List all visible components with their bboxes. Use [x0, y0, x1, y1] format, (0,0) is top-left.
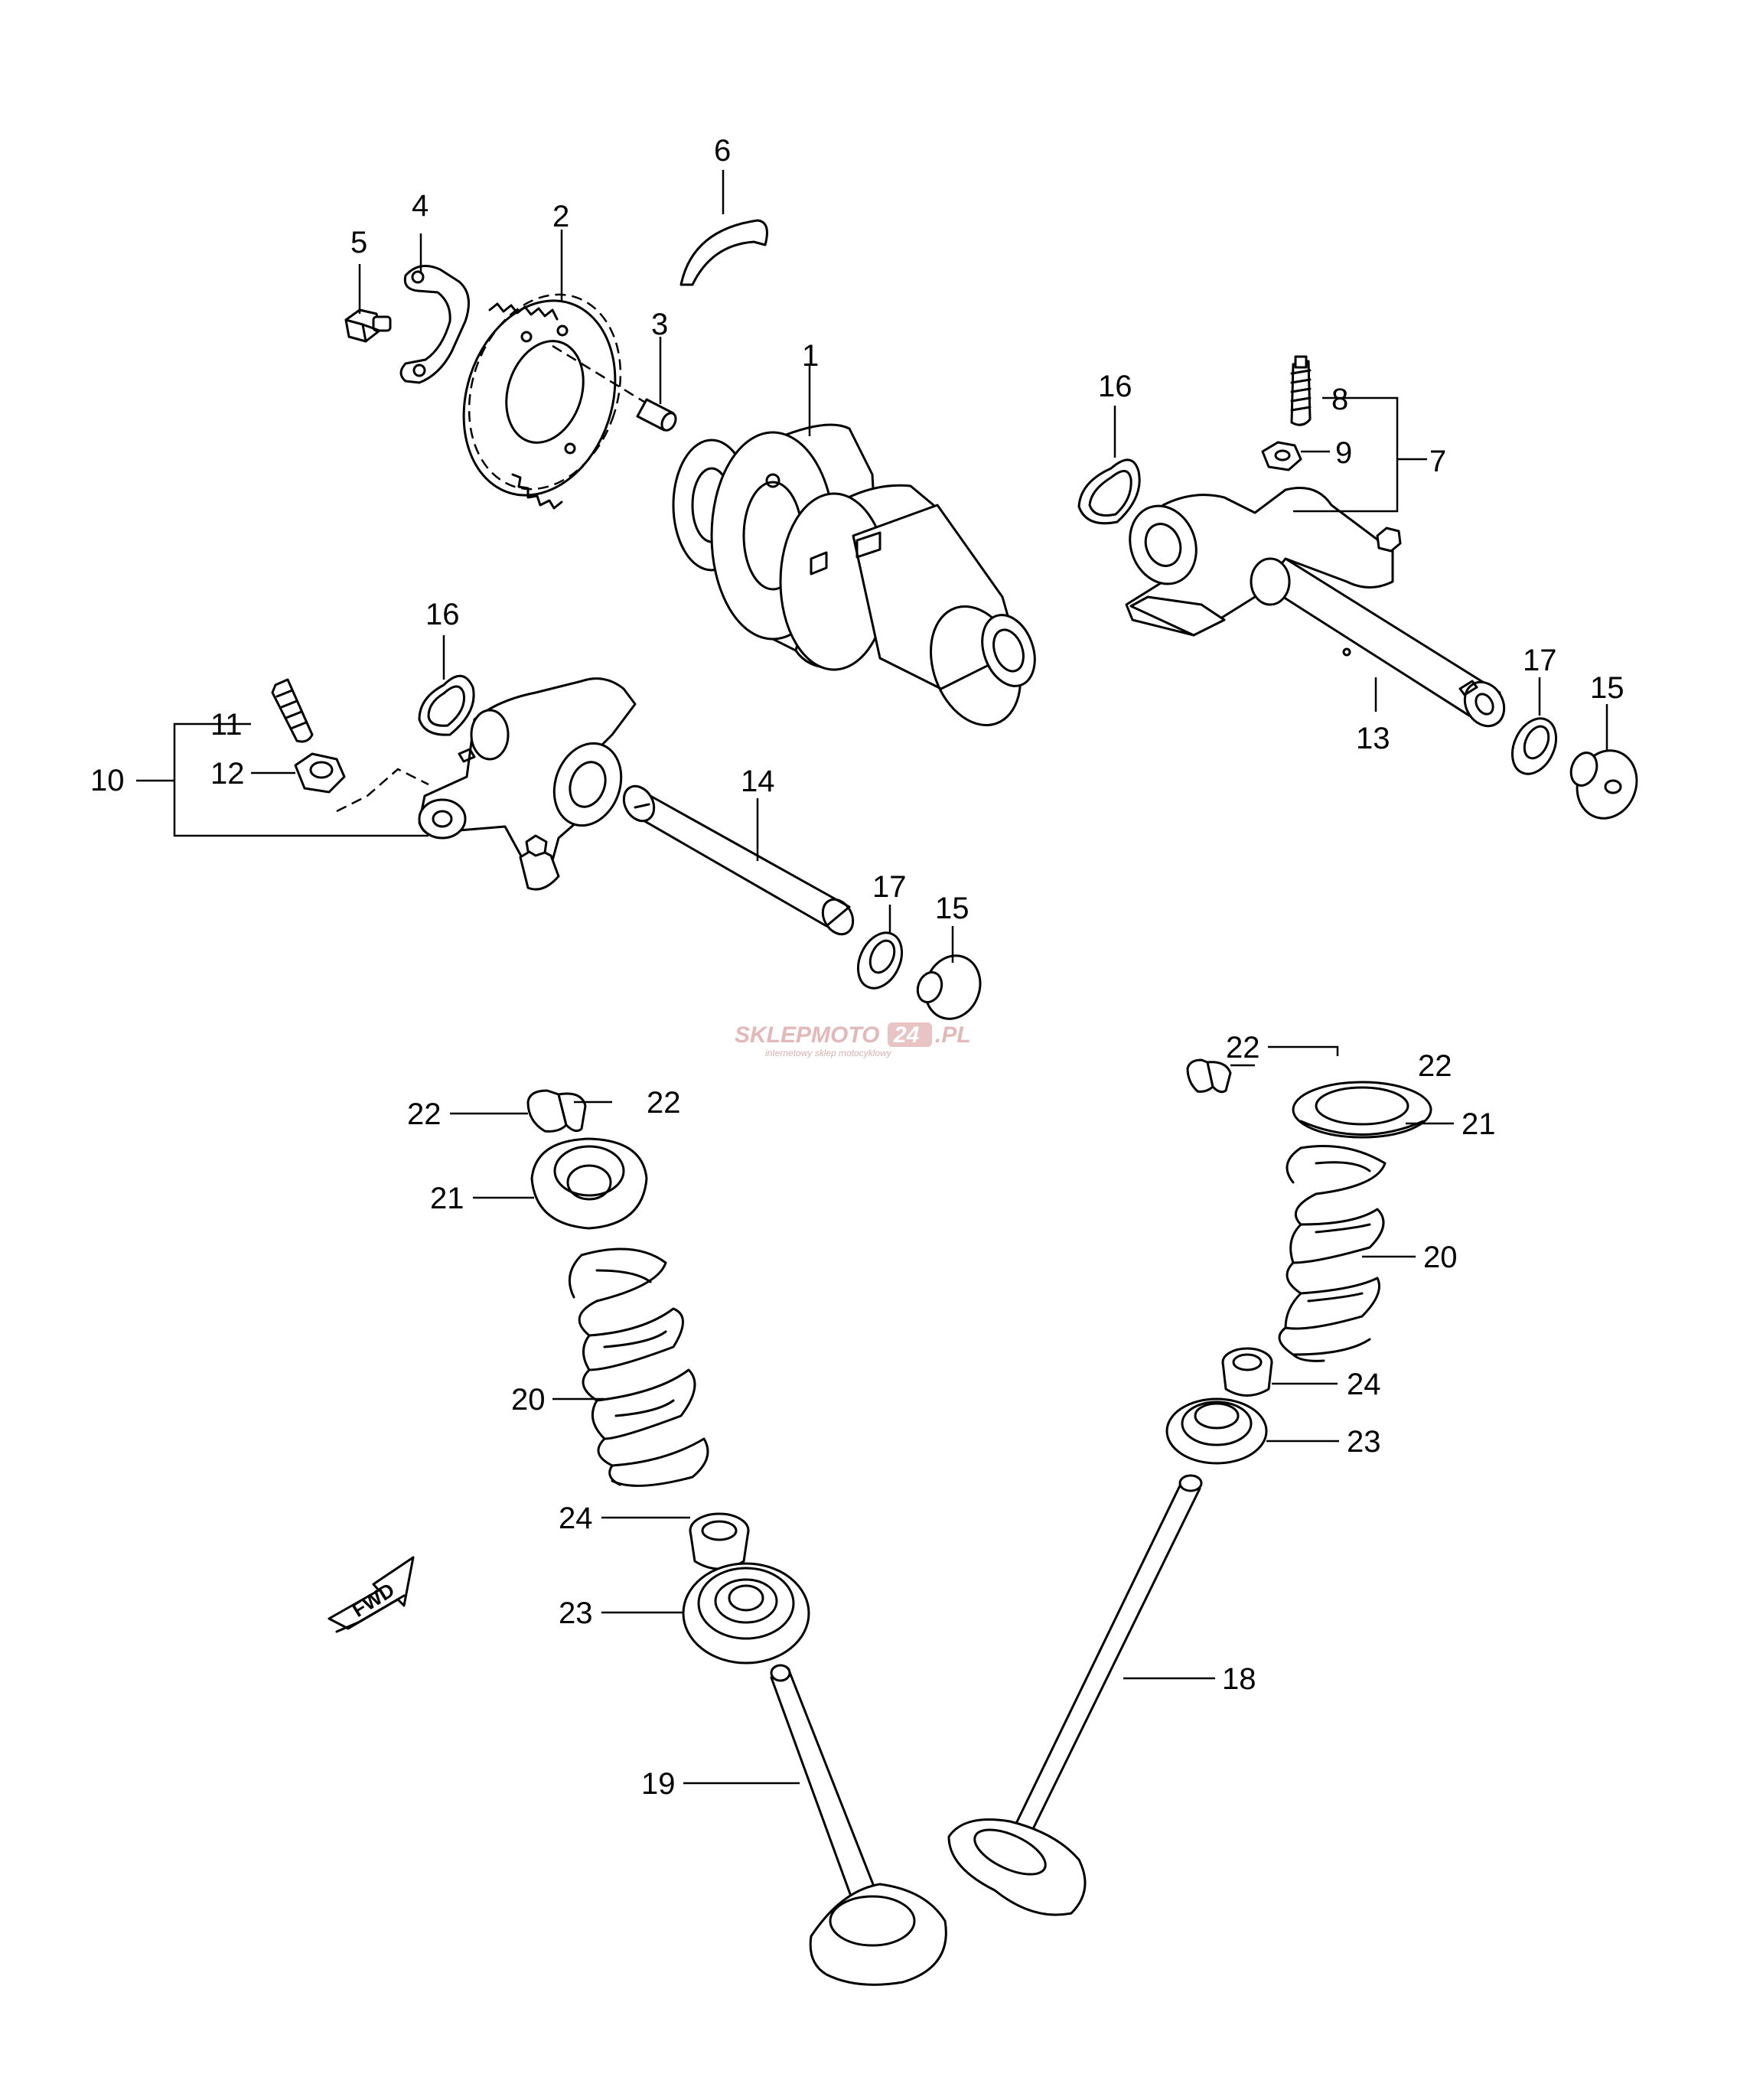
part-2-cam-sprocket [462, 293, 622, 510]
callout-labels: 1 2 3 4 5 6 7 8 9 10 11 12 13 14 15 15 1… [90, 134, 1625, 1801]
callout-15-right: 15 [1590, 671, 1625, 705]
part-4-lock-plate [399, 265, 470, 384]
part-22-cotter-right [1186, 1058, 1232, 1094]
leader-lines [136, 170, 1608, 1785]
callout-15-left: 15 [935, 892, 969, 925]
callout-7: 7 [1429, 445, 1446, 478]
watermark-tagline: internetowy sklep motocyklowy [765, 1048, 892, 1058]
part-23-seat-right [1165, 1397, 1268, 1465]
part-24-seal-right [1221, 1347, 1273, 1397]
callout-21-left: 21 [430, 1182, 464, 1215]
callout-1: 1 [802, 339, 819, 373]
callout-12: 12 [210, 757, 245, 791]
part-21-retainer-right [1292, 1081, 1432, 1139]
part-17-bushing-right [1510, 717, 1558, 775]
part-23-seat-left [682, 1562, 810, 1665]
callout-20-left: 20 [511, 1383, 546, 1417]
callout-22-left-b: 22 [647, 1086, 681, 1120]
part-15-cap-right [1569, 749, 1638, 820]
callout-3: 3 [651, 308, 668, 341]
callout-9: 9 [1335, 436, 1352, 470]
part-6-c-ring [679, 219, 768, 286]
callout-8: 8 [1331, 383, 1348, 416]
callout-24-left: 24 [559, 1502, 593, 1535]
part-14-rocker-shaft-left [622, 784, 855, 936]
part-12-lock-nut [294, 752, 346, 794]
callout-10: 10 [90, 764, 125, 797]
callout-11: 11 [210, 708, 243, 742]
part-8-adjuster-screw [1290, 355, 1312, 426]
part-3-dowel-pin [552, 344, 677, 432]
callout-21-right: 21 [1462, 1107, 1496, 1141]
part-17-bushing-left [856, 931, 904, 990]
rocker-arm-left [336, 677, 637, 891]
callout-20-right: 20 [1423, 1241, 1458, 1274]
rocker-arm-right [1125, 487, 1402, 637]
part-1-camshaft [672, 423, 1036, 726]
part-11-adjuster-screw [271, 678, 314, 743]
part-9-lock-nut [1261, 441, 1302, 471]
callout-23-left: 23 [559, 1596, 593, 1630]
callout-14: 14 [741, 765, 775, 798]
part-19-valve-left [770, 1664, 947, 1986]
part-20-spring-left [568, 1247, 709, 1487]
watermark: SKLEPMOTO 24 .PL internetowy sklep motoc… [735, 1022, 971, 1058]
callout-22-right-b: 22 [1418, 1049, 1452, 1083]
part-21-retainer-left [530, 1137, 648, 1230]
callout-22-right-a: 22 [1226, 1031, 1260, 1065]
callout-24-right: 24 [1347, 1368, 1381, 1401]
callout-18: 18 [1222, 1662, 1256, 1696]
part-16-o-ring-left [418, 674, 475, 736]
callout-4: 4 [412, 189, 429, 223]
callout-2: 2 [552, 200, 569, 233]
callout-22-left-a: 22 [407, 1097, 442, 1131]
part-20-spring-right [1278, 1145, 1387, 1362]
callout-16-right: 16 [1098, 370, 1132, 403]
callout-5: 5 [350, 226, 367, 259]
fwd-arrow-icon: FWD [328, 1556, 415, 1633]
callout-6: 6 [714, 134, 731, 168]
watermark-brand: SKLEPMOTO [735, 1022, 879, 1048]
part-22-cotter-left [526, 1089, 587, 1133]
watermark-domain: .PL [935, 1022, 971, 1048]
watermark-badge: 24 [893, 1022, 920, 1048]
part-5-bolt [344, 308, 392, 343]
callout-17-right: 17 [1523, 644, 1557, 677]
part-16-o-ring-right [1077, 458, 1141, 525]
part-15-cap-left [916, 954, 982, 1020]
callout-23-right: 23 [1347, 1425, 1381, 1459]
callout-19: 19 [641, 1767, 676, 1801]
callout-17-left: 17 [872, 870, 907, 904]
callout-16-left: 16 [425, 598, 460, 631]
callout-13: 13 [1356, 722, 1390, 755]
part-18-valve-right [947, 1474, 1203, 1916]
part-24-seal-left [689, 1512, 750, 1570]
